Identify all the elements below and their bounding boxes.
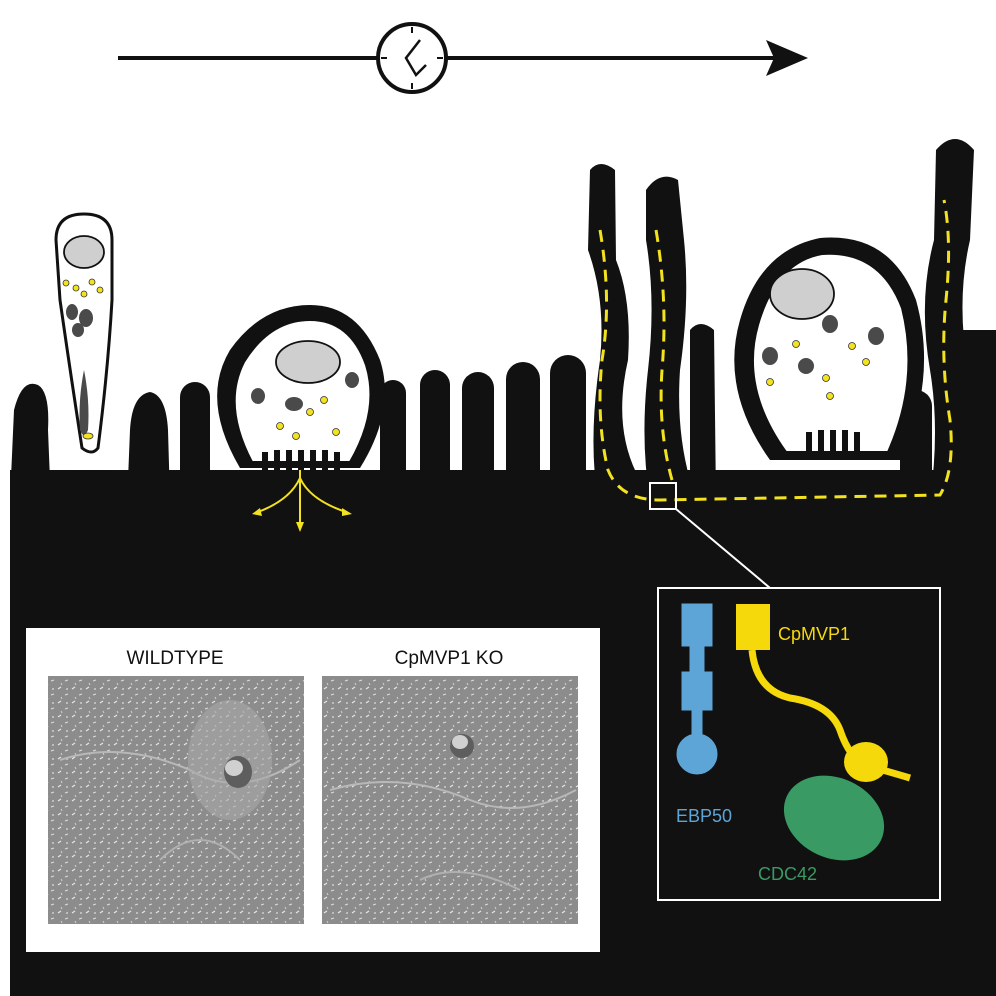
wildtype-label: WILDTYPE [126, 648, 223, 669]
zoom-marker [649, 482, 677, 510]
ebp50-label: EBP50 [676, 806, 732, 826]
knockout-micrograph [322, 676, 578, 924]
timeline-arrow [118, 40, 808, 76]
attached-parasite [217, 305, 385, 532]
cpmvp1-label: CpMVP1 [778, 624, 850, 644]
wildtype-micrograph [48, 676, 304, 924]
cpmvp1-dashed-trail [598, 199, 953, 502]
zoom-connector [675, 508, 771, 589]
ebp50-protein [676, 603, 718, 775]
encapsulated-parasite [734, 237, 925, 460]
cdc42-protein [783, 775, 885, 861]
free-sporozoite [54, 212, 114, 454]
cpmvp1-protein [736, 604, 912, 782]
cdc42-label: CDC42 [758, 864, 817, 884]
molecular-inset: CpMVP1 EBP50 CDC42 [657, 587, 941, 901]
arrow-right-icon [766, 40, 808, 76]
clock-icon [376, 22, 448, 94]
micrograph-panel: WILDTYPE CpMVP1 KO [26, 628, 600, 952]
knockout-label: CpMVP1 KO [395, 648, 504, 669]
